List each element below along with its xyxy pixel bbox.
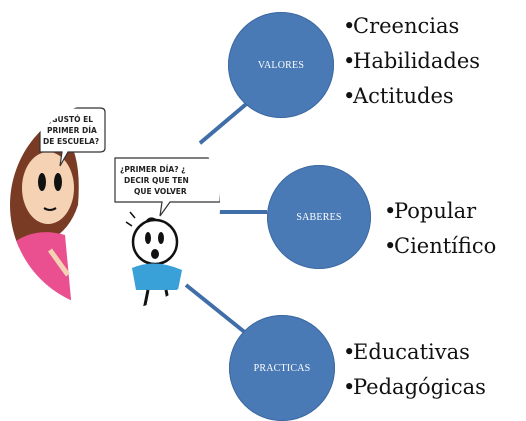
bubble-right-line-1: ¿PRIMER DÍA? ¿ [120,165,186,174]
bubble-right-line-2: DECIR QUE TEN [124,176,189,185]
list-item: •Creencias [343,9,480,44]
bullet-icon: • [384,234,397,258]
node-saberes-label: SABERES [296,211,342,223]
node-practicas-label: PRACTICAS [253,362,311,374]
list-item-text: Pedagógicas [353,375,486,399]
bullet-icon: • [343,84,356,108]
bubble-right-line-3: QUE VOLVER [134,187,187,196]
list-item-text: Popular [394,199,477,223]
list-item-text: Científico [394,234,497,258]
list-item-text: Educativas [353,340,470,364]
saberes-list: •Popular •Científico [384,194,496,264]
connector-practicas [184,283,249,336]
bullet-icon: • [384,199,397,223]
bubble-left-line-1: ¿GUSTÓ EL [47,115,93,124]
list-item: •Educativas [343,335,486,370]
node-saberes: SABERES [267,165,371,269]
list-item: •Actitudes [343,79,480,114]
speech-bubble-left: ¿GUSTÓ EL PRIMER DÍA DE ESCUELA? [39,107,106,167]
list-item-text: Creencias [353,14,460,38]
bullet-icon: • [343,375,356,399]
comic-illustration: ¿GUSTÓ EL PRIMER DÍA DE ESCUELA? ¿PRIMER… [10,100,220,310]
list-item: •Científico [384,229,496,264]
node-valores-label: VALORES [257,59,305,71]
valores-list: •Creencias •Habilidades •Actitudes [343,9,480,114]
list-item-text: Habilidades [353,49,481,73]
bullet-icon: • [343,49,356,73]
list-item: •Pedagógicas [343,370,486,405]
comic-image: ¿GUSTÓ EL PRIMER DÍA DE ESCUELA? ¿PRIMER… [10,100,220,310]
node-practicas: PRACTICAS [229,315,335,421]
list-item-text: Actitudes [353,84,454,108]
speech-bubble-right: ¿PRIMER DÍA? ¿ DECIR QUE TEN QUE VOLVER [114,157,220,217]
bullet-icon: • [343,14,356,38]
node-valores: VALORES [228,12,334,118]
bullet-icon: • [343,340,356,364]
list-item: •Popular [384,194,496,229]
practicas-list: •Educativas •Pedagógicas [343,335,486,405]
bubble-left-line-3: DE ESCUELA? [43,137,99,146]
bubble-left-line-2: PRIMER DÍA [47,126,97,135]
list-item: •Habilidades [343,44,480,79]
